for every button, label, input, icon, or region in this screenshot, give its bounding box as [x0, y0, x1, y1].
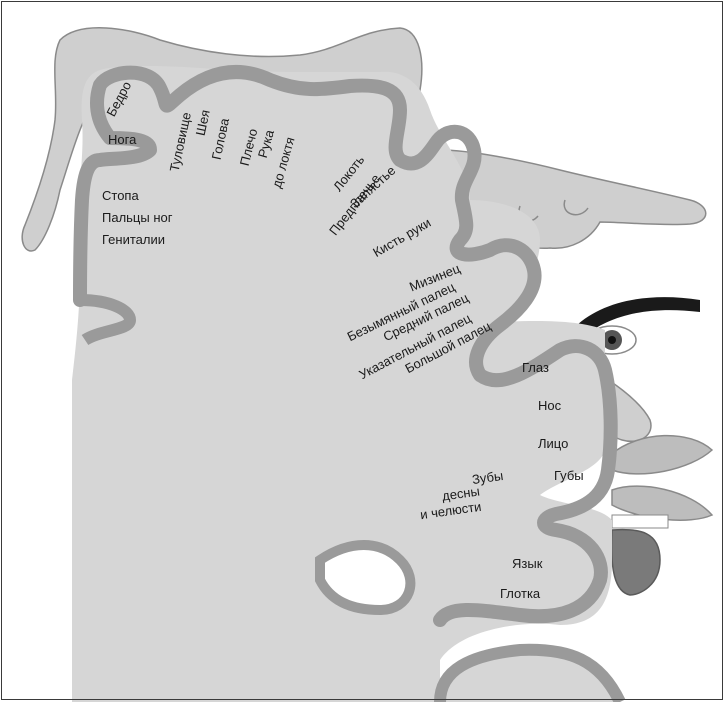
tongue-drawing — [612, 530, 660, 595]
label-tongue: Язык — [512, 556, 542, 571]
label-nose: Нос — [538, 398, 561, 413]
label-leg: Нога — [108, 132, 136, 147]
teeth-drawing — [612, 515, 668, 528]
label-toes: Пальцы ног — [102, 210, 172, 225]
label-foot: Стопа — [102, 188, 139, 203]
label-lips: Губы — [554, 468, 584, 483]
lower-sulcus — [320, 545, 410, 610]
bottom-gyrus — [440, 650, 620, 702]
label-eye: Глаз — [522, 360, 549, 375]
label-genitals: Гениталии — [102, 232, 165, 247]
label-pharynx: Глотка — [500, 586, 540, 601]
label-face: Лицо — [538, 436, 568, 451]
cortex-slice — [72, 66, 620, 702]
